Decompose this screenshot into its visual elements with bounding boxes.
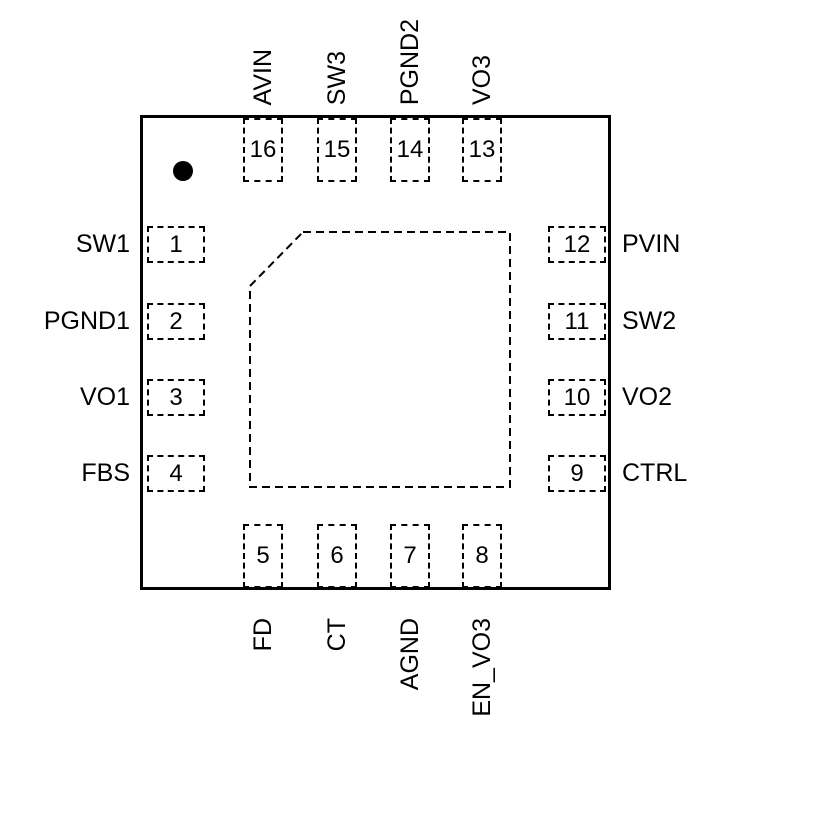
pin-box-6: 6: [317, 524, 357, 588]
pin-number: 14: [396, 136, 424, 163]
pin-number: 1: [169, 230, 183, 258]
pin-number: 15: [323, 136, 351, 163]
pin-label-sw2: SW2: [622, 307, 677, 335]
pin-box-11: 11: [548, 303, 606, 340]
pin-label-sw3: SW3: [323, 50, 351, 105]
pin-number: 4: [169, 459, 183, 487]
pin-label-fbs: FBS: [81, 459, 130, 487]
pin-number: 5: [256, 542, 270, 569]
pin-number: 6: [330, 542, 344, 569]
pin-number: 11: [564, 307, 590, 335]
pin-label-vo1: VO1: [79, 383, 130, 411]
pin-number: 7: [403, 542, 417, 569]
pin-number: 9: [570, 459, 584, 487]
pin-label-sw1: SW1: [75, 230, 130, 258]
pin-box-8: 8: [462, 524, 502, 588]
pin-label-vo2: VO2: [622, 383, 673, 411]
pin-label-ctrl: CTRL: [622, 459, 688, 487]
pin-box-5: 5: [243, 524, 283, 588]
pin-box-3: 3: [147, 379, 205, 416]
pin-label-pgnd1: PGND1: [43, 307, 130, 335]
pin-box-1: 1: [147, 226, 205, 263]
pin-number: 3: [169, 383, 183, 411]
pin-number: 2: [169, 307, 183, 335]
pin-label-avin: AVIN: [249, 48, 277, 106]
pin-box-9: 9: [548, 455, 606, 492]
pin-number: 8: [475, 542, 489, 569]
pin-box-13: 13: [462, 118, 502, 182]
pin-label-vo3: VO3: [468, 54, 496, 105]
pin-box-15: 15: [317, 118, 357, 182]
pin-number: 10: [563, 383, 591, 411]
pin-number: 16: [249, 136, 277, 163]
pin-number: 12: [563, 230, 591, 258]
pin-label-en-vo3: EN_VO3: [468, 618, 496, 717]
pin-box-7: 7: [390, 524, 430, 588]
pin-box-14: 14: [390, 118, 430, 182]
pin-label-ct: CT: [323, 618, 351, 652]
pin-box-16: 16: [243, 118, 283, 182]
pin-box-10: 10: [548, 379, 606, 416]
pin-label-pgnd2: PGND2: [396, 18, 424, 105]
pin-box-12: 12: [548, 226, 606, 263]
pin-label-fd: FD: [249, 618, 277, 652]
pin-box-2: 2: [147, 303, 205, 340]
pin-box-4: 4: [147, 455, 205, 492]
package-outline: [140, 115, 611, 590]
pin-label-agnd: AGND: [396, 618, 424, 691]
pin-label-pvin: PVIN: [622, 230, 681, 258]
pin-number: 13: [468, 136, 496, 163]
